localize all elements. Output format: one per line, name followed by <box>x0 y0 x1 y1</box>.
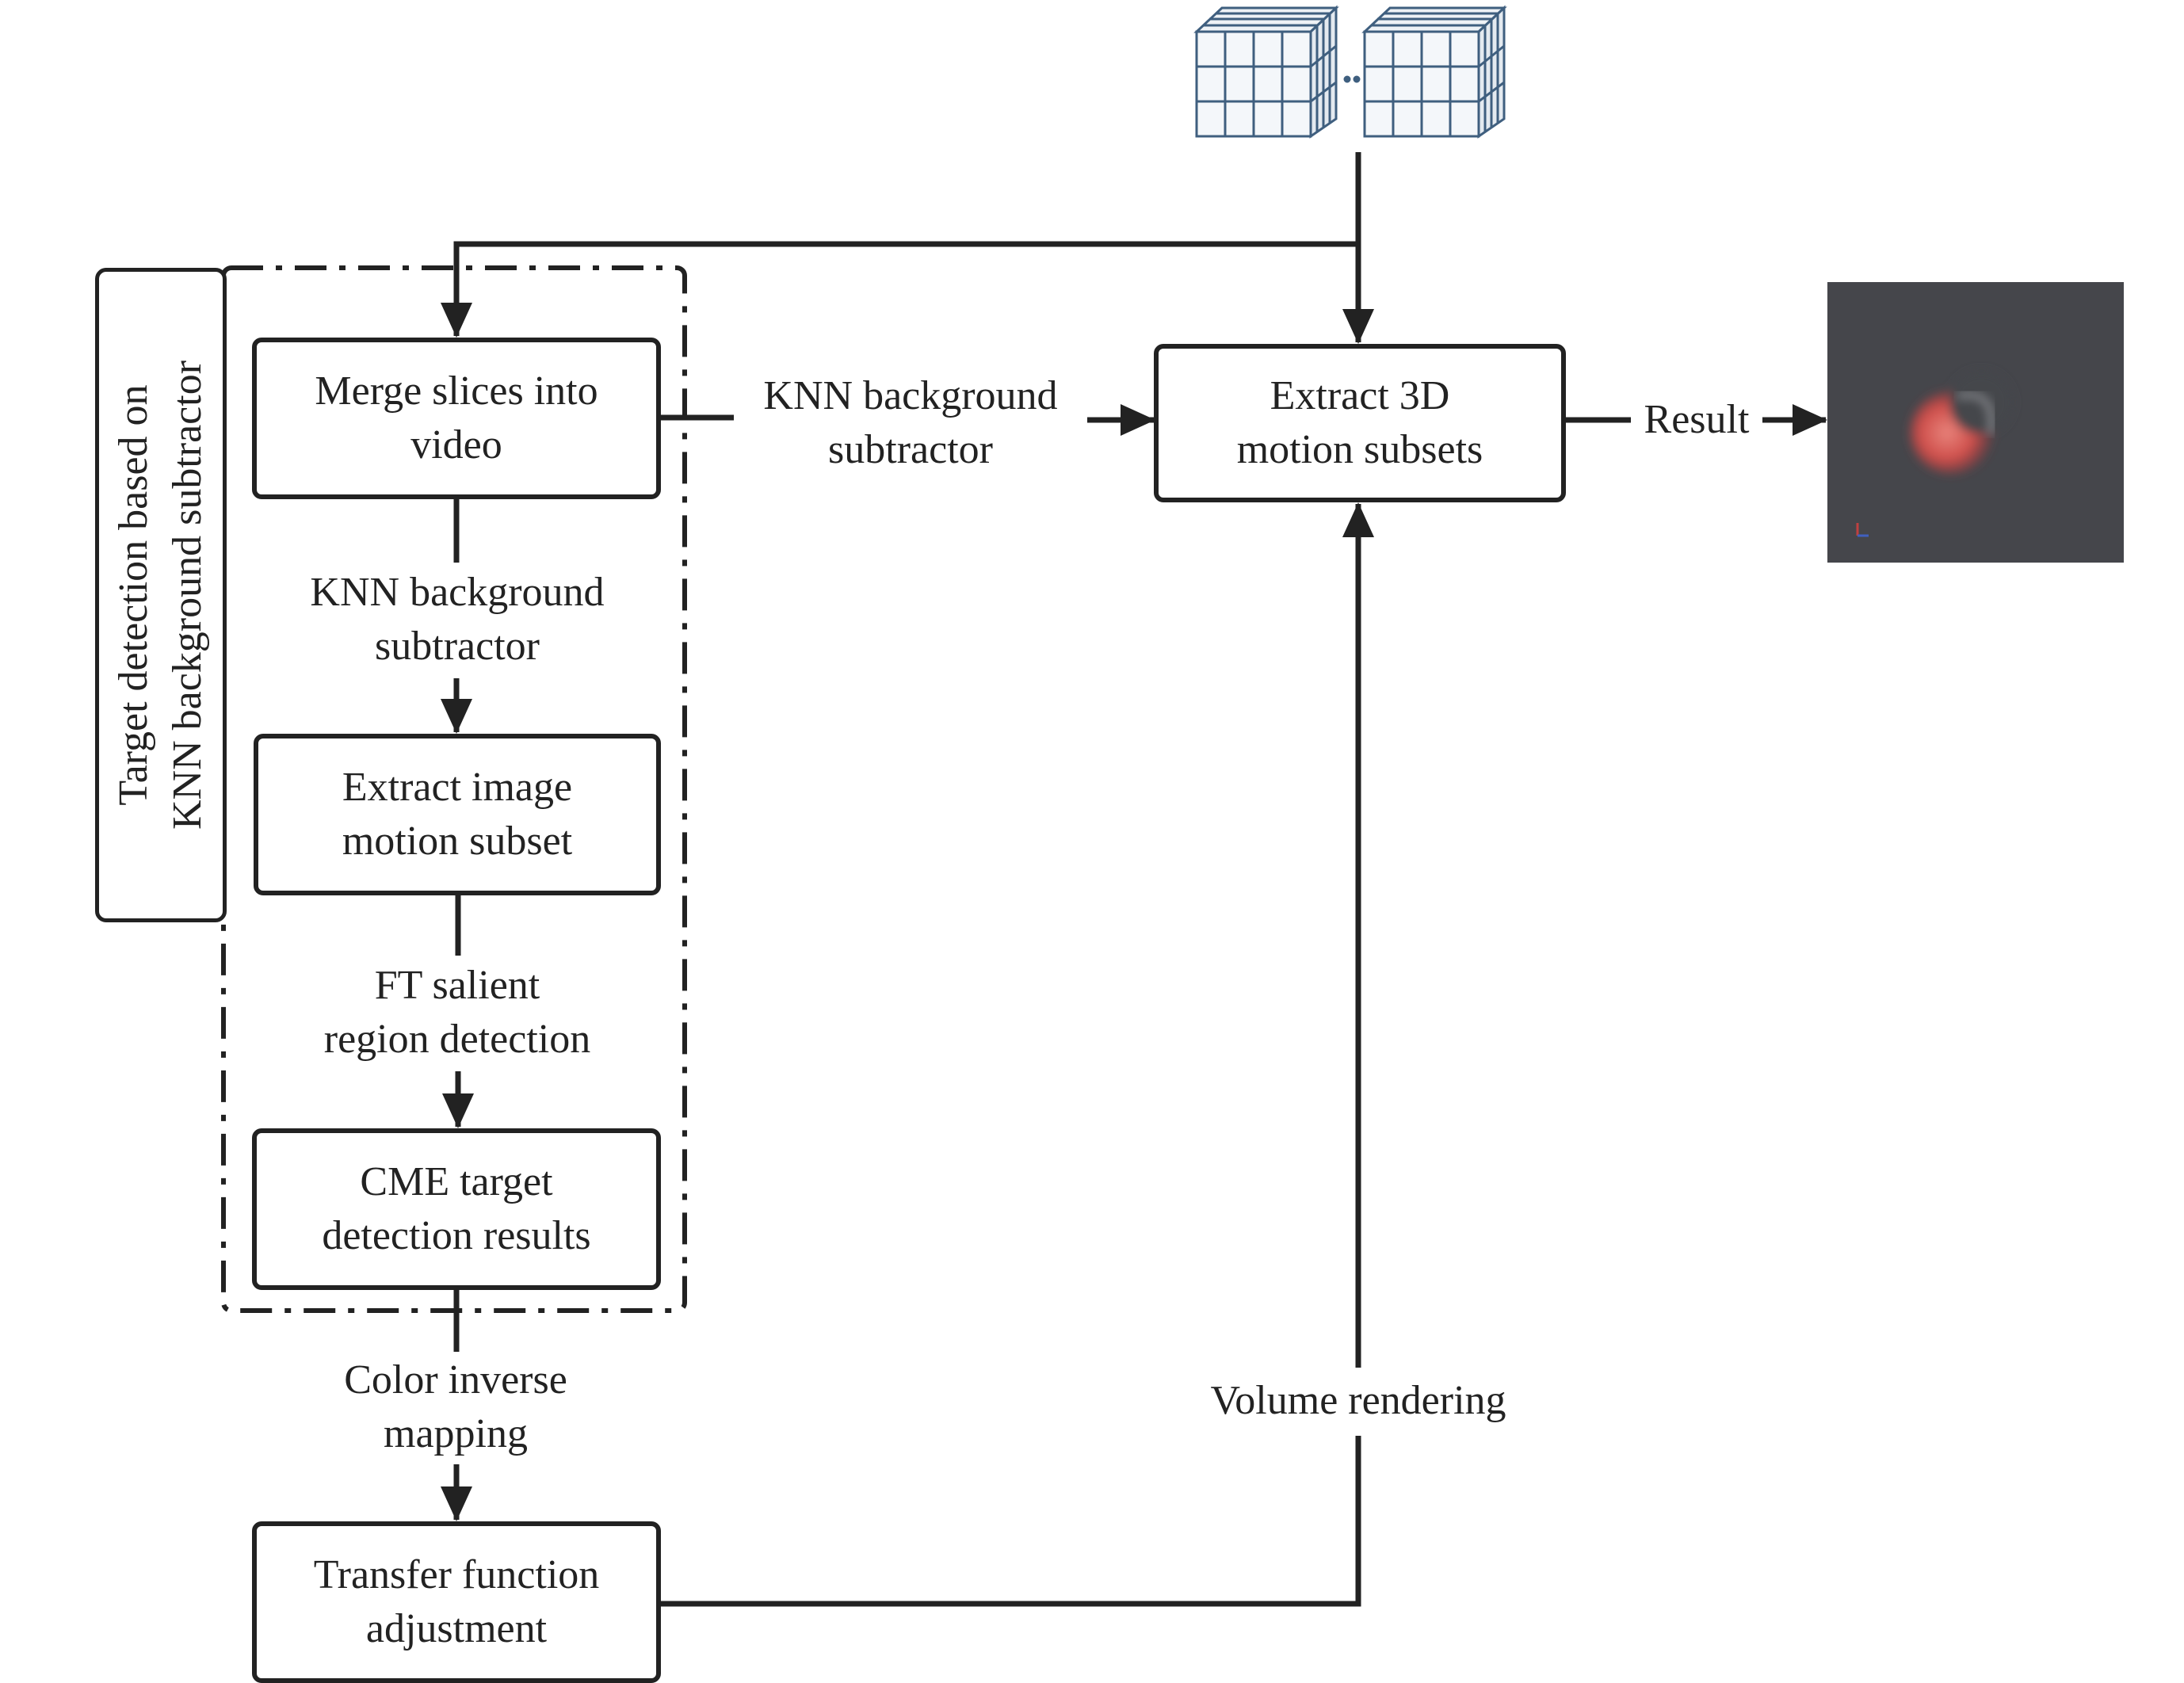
ft-line2: region detection <box>323 1017 591 1062</box>
node-merge-line2: video <box>410 422 502 468</box>
node-merge-line1: Merge slices into <box>315 368 598 414</box>
knn-h-line1: KNN background <box>763 373 1058 418</box>
knn-v-line1: KNN background <box>310 570 605 615</box>
ft-line1: FT salient <box>374 963 540 1008</box>
knn-h-line2: subtractor <box>828 427 993 472</box>
edge-label-knn-horizontal: KNN background subtractor <box>734 369 1087 477</box>
edge-label-color-inverse: Color inverse mapping <box>277 1353 634 1461</box>
edge-transfer-to-volume <box>661 1436 1361 1607</box>
node-transfer-line1: Transfer function <box>313 1552 600 1597</box>
volume-data-cubes-icon <box>1193 5 1507 139</box>
knn-group-side-label: Target detection based on KNN background… <box>95 268 227 922</box>
color-line2: mapping <box>384 1411 528 1456</box>
node-transfer-line2: adjustment <box>365 1606 548 1651</box>
edge-label-volume-rendering: Volume rendering <box>1210 1378 1506 1423</box>
knn-v-line2: subtractor <box>375 624 540 669</box>
node-merge-slices: Merge slices into video <box>252 338 661 499</box>
node-cme-line1: CME target <box>360 1159 553 1204</box>
edge-label-ft-salient: FT salient region detection <box>279 959 636 1067</box>
node-extract3d-line1: Extract 3D <box>1270 373 1450 418</box>
node-extract-image-line1: Extract image <box>342 765 573 810</box>
node-extract-image-line2: motion subset <box>342 819 573 864</box>
edge-label-result: Result <box>1644 397 1750 442</box>
node-transfer-function: Transfer function adjustment <box>252 1521 661 1683</box>
color-line1: Color inverse <box>344 1357 567 1402</box>
knn-group-side-label-text: Target detection based on KNN background… <box>107 361 215 830</box>
side-label-line1: Target detection based on <box>111 384 156 806</box>
result-render-image <box>1827 282 2124 563</box>
side-label-line2: KNN background subtractor <box>165 360 210 830</box>
node-extract-3d-motion: Extract 3D motion subsets <box>1154 344 1566 502</box>
node-extract-image-motion: Extract image motion subset <box>254 734 661 895</box>
edge-label-knn-vertical: KNN background subtractor <box>279 566 636 674</box>
node-cme-line2: detection results <box>322 1213 591 1258</box>
node-cme-detection: CME target detection results <box>252 1128 661 1290</box>
node-extract3d-line2: motion subsets <box>1236 427 1483 472</box>
edge-cubes-to-merge <box>441 241 1358 338</box>
